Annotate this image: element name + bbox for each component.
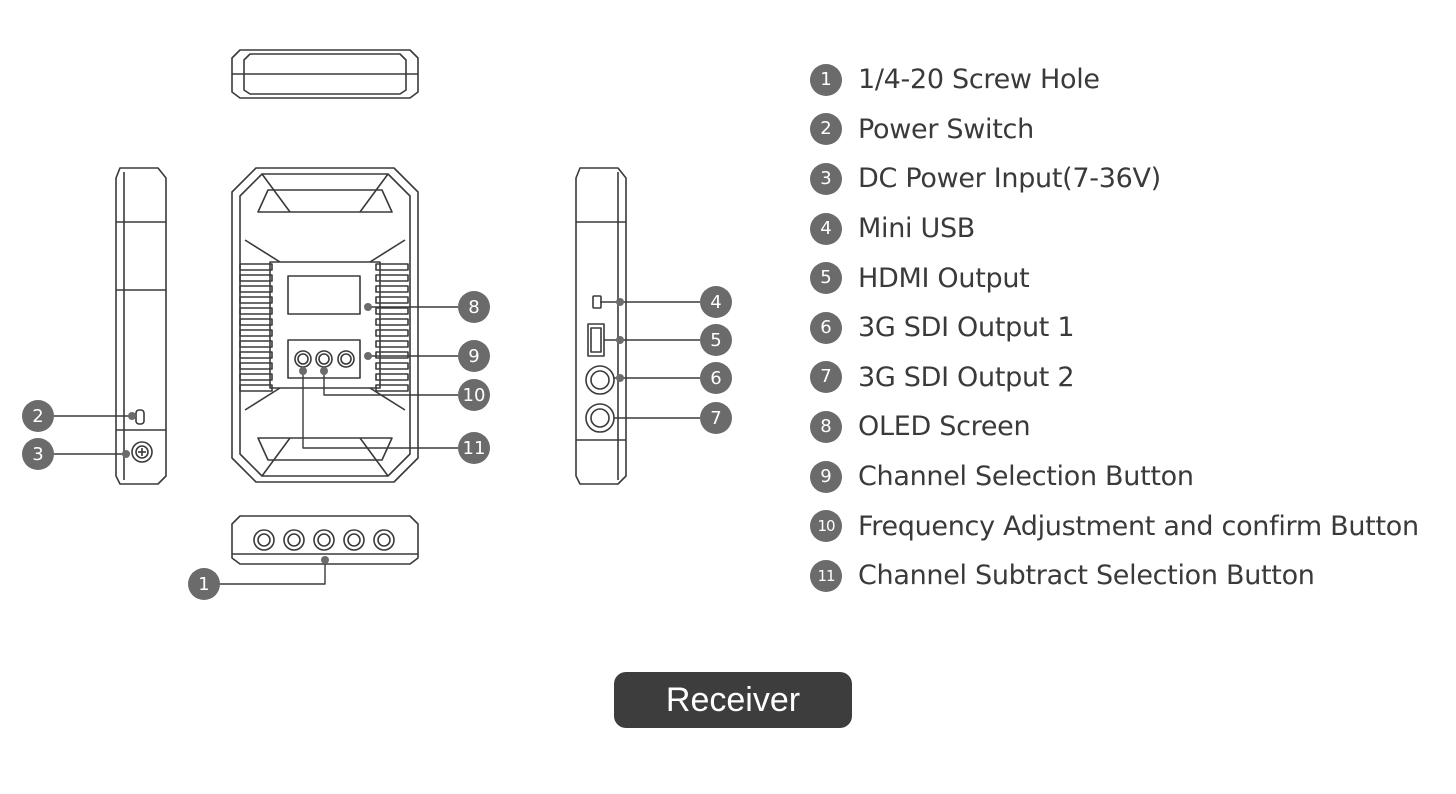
legend-text: Channel Selection Button: [858, 461, 1194, 493]
legend-number-badge: 8: [810, 410, 842, 443]
device-right-side-view: [575, 167, 627, 485]
legend-text: 1/4-20 Screw Hole: [858, 64, 1100, 96]
device-front-view: [231, 167, 419, 483]
callout-number: 8: [468, 297, 479, 318]
legend-item: 6 3G SDI Output 1: [810, 303, 1419, 353]
legend-number-badge: 9: [810, 460, 842, 493]
legend-text: DC Power Input(7-36V): [858, 163, 1161, 195]
callout-lines: [54, 301, 700, 585]
callout-number: 7: [710, 408, 721, 429]
callout-badge: 7: [700, 402, 732, 434]
legend-number-badge: 6: [810, 311, 842, 344]
callout-badge: 3: [22, 438, 54, 470]
callout-badge: 4: [700, 286, 732, 318]
device-top-view: [231, 49, 419, 99]
legend-number-badge: 5: [810, 262, 842, 295]
legend-text: 3G SDI Output 1: [858, 312, 1075, 344]
callout-badge: 5: [700, 324, 732, 356]
legend-item: 11 Channel Subtract Selection Button: [810, 551, 1419, 601]
legend-number-badge: 3: [810, 162, 842, 195]
legend-item: 9 Channel Selection Button: [810, 452, 1419, 502]
device-label: Receiver: [614, 672, 852, 728]
device-bottom-view: [231, 515, 419, 565]
legend-text: 3G SDI Output 2: [858, 361, 1075, 393]
callout-badge: 1: [188, 568, 220, 600]
legend-list: 1 1/4-20 Screw Hole 2 Power Switch 3 DC Power…: [810, 55, 1419, 601]
legend-item: 8 OLED Screen: [810, 402, 1419, 452]
device-left-side-view: [115, 167, 167, 485]
callout-number: 2: [32, 406, 43, 427]
legend-item: 4 Mini USB: [810, 204, 1419, 254]
callout-number: 11: [463, 438, 486, 459]
legend-number-badge: 1: [810, 63, 842, 96]
callout-badge: 9: [458, 340, 490, 372]
legend-item: 7 3G SDI Output 2: [810, 353, 1419, 403]
callout-number: 3: [32, 444, 43, 465]
legend-number-badge: 4: [810, 212, 842, 245]
callout-number: 5: [710, 330, 721, 351]
legend-number-badge: 11: [810, 559, 842, 592]
callout-badge: 2: [22, 400, 54, 432]
legend-item: 5 HDMI Output: [810, 253, 1419, 303]
callout-number: 6: [710, 368, 721, 389]
legend-text: Frequency Adjustment and confirm Button: [858, 510, 1419, 542]
legend-text: Power Switch: [858, 113, 1034, 145]
callout-number: 10: [463, 385, 486, 406]
legend-item: 1 1/4-20 Screw Hole: [810, 55, 1419, 105]
legend-item: 2 Power Switch: [810, 105, 1419, 155]
legend-number-badge: 10: [810, 510, 842, 543]
callout-number: 4: [710, 292, 721, 313]
legend-text: Mini USB: [858, 213, 976, 245]
legend-number-badge: 7: [810, 361, 842, 394]
legend-text: Channel Subtract Selection Button: [858, 560, 1315, 592]
legend-item: 3 DC Power Input(7-36V): [810, 154, 1419, 204]
callout-badge: 11: [458, 432, 490, 464]
callout-badge: 6: [700, 362, 732, 394]
legend-item: 10 Frequency Adjustment and confirm Butto…: [810, 501, 1419, 551]
legend-number-badge: 2: [810, 113, 842, 146]
callout-number: 1: [198, 574, 209, 595]
legend-text: HDMI Output: [858, 262, 1030, 294]
callout-badge: 10: [458, 379, 490, 411]
legend-text: OLED Screen: [858, 411, 1031, 443]
callout-badge: 8: [458, 291, 490, 323]
callout-number: 9: [468, 346, 479, 367]
